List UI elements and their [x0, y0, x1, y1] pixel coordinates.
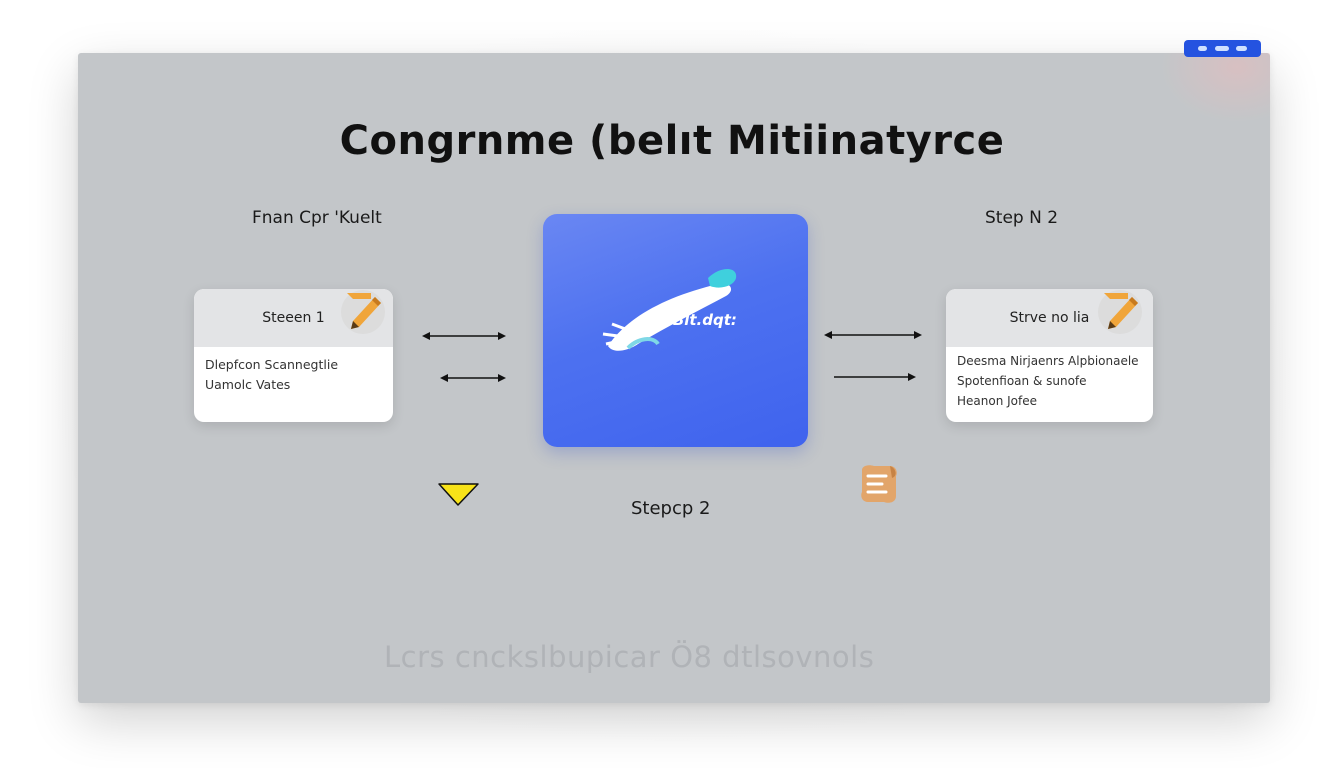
scroll-icon — [861, 465, 897, 503]
badge-dot — [1197, 46, 1207, 51]
pencil-icon — [1094, 287, 1146, 337]
right-card-body: Deesma Nirjaenrs Alpbionaele Spotenfioan… — [946, 347, 1153, 419]
right-card-line: Spotenfioan & sunofe — [957, 374, 1087, 388]
wing-logo-icon — [598, 256, 758, 366]
left-card-line: Uamolc Vates — [205, 377, 291, 392]
center-logo-text: "Blt.dqt: — [665, 311, 737, 329]
left-step-card[interactable]: Steeen 1 Dlepfcon Scannegtlie Uamolc Vat… — [194, 289, 393, 422]
arrow-double-icon — [824, 331, 922, 339]
right-step-card[interactable]: Strve no lia Deesma Nirjaenrs Alpbionael… — [946, 289, 1153, 422]
arrow-group-left — [422, 332, 506, 382]
arrow-double-icon — [440, 374, 506, 382]
label-bottom-center: Stepcp 2 — [631, 498, 711, 519]
left-card-line: Dlepfcon Scannegtlie — [205, 357, 339, 372]
right-card-title: Strve no lia — [1009, 310, 1090, 326]
arrow-right-icon — [834, 373, 916, 381]
left-card-title: Steeen 1 — [262, 310, 325, 326]
triangle-icon — [438, 483, 479, 506]
badge-dot — [1236, 46, 1248, 51]
arrow-double-icon — [422, 332, 506, 340]
left-card-body: Dlepfcon Scannegtlie Uamolc Vates — [194, 347, 393, 403]
arrow-group-right — [824, 331, 922, 381]
right-card-line: Heanon Jofee — [957, 394, 1037, 408]
badge-icon[interactable] — [1184, 40, 1261, 57]
label-top-left: Fnan Cpr 'Kuelt — [252, 208, 382, 228]
label-top-right: Step N 2 — [985, 208, 1059, 228]
pencil-icon — [337, 287, 389, 337]
footer-caption: Lcrs cnckslbupicar Ö8 dtlsovnols — [384, 640, 875, 674]
right-card-line: Deesma Nirjaenrs Alpbionaele — [957, 354, 1139, 368]
badge-dot — [1214, 46, 1229, 51]
center-process-panel[interactable]: "Blt.dqt: — [543, 214, 808, 447]
diagram-title: Congrnme (belıt Mitiinatyrce — [339, 118, 1005, 164]
corner-glow — [1160, 53, 1270, 123]
